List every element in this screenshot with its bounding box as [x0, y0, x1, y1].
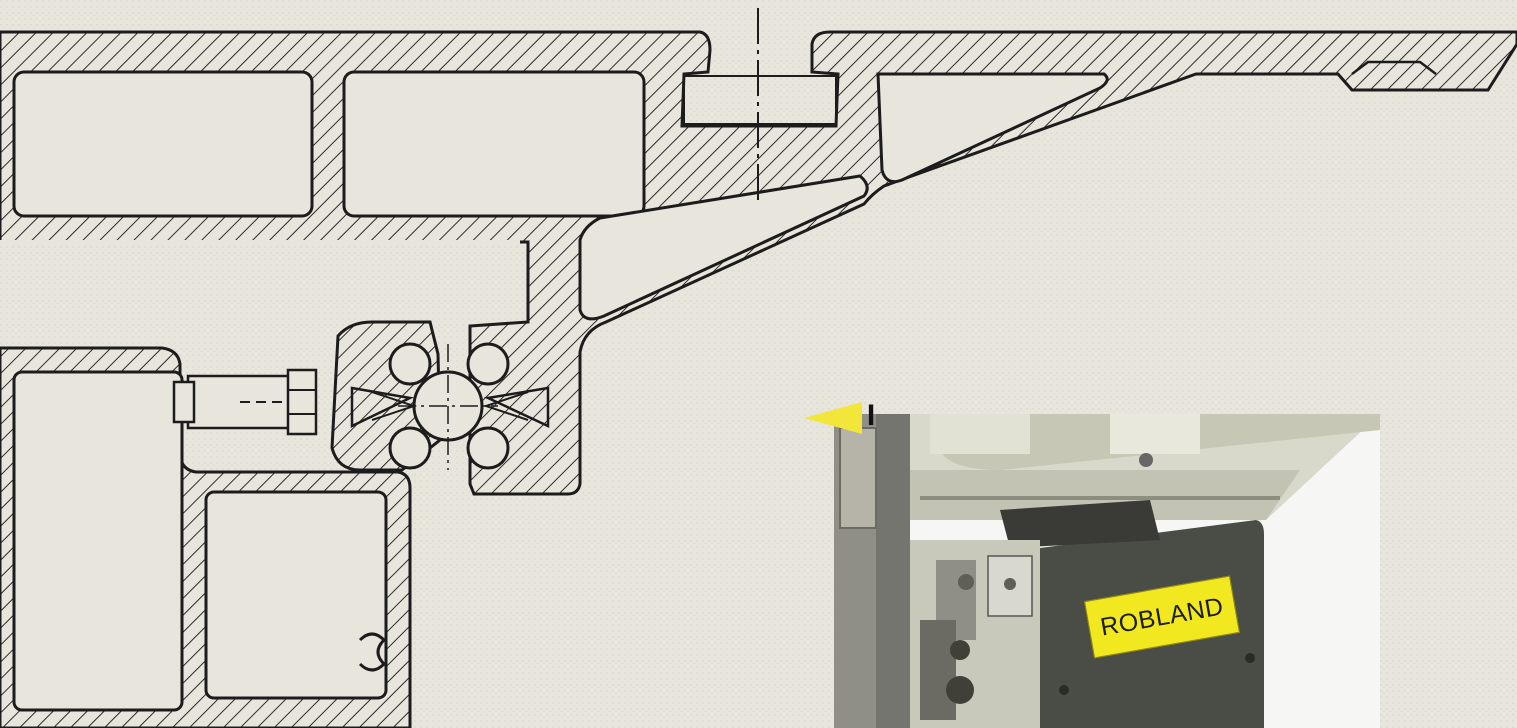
product-photo [834, 414, 1380, 728]
section-marker-label: I [866, 399, 876, 432]
hex-nut [286, 368, 318, 436]
carriage-extrusion-section [0, 346, 412, 728]
ball-bearing [466, 426, 510, 470]
bearing-assembly [172, 320, 550, 472]
ball-bearing [388, 342, 432, 386]
table-extrusion-section [0, 8, 1517, 496]
ball-bearing [466, 342, 510, 386]
section-marker-arrow [804, 402, 862, 434]
ball-bearing [388, 426, 432, 470]
